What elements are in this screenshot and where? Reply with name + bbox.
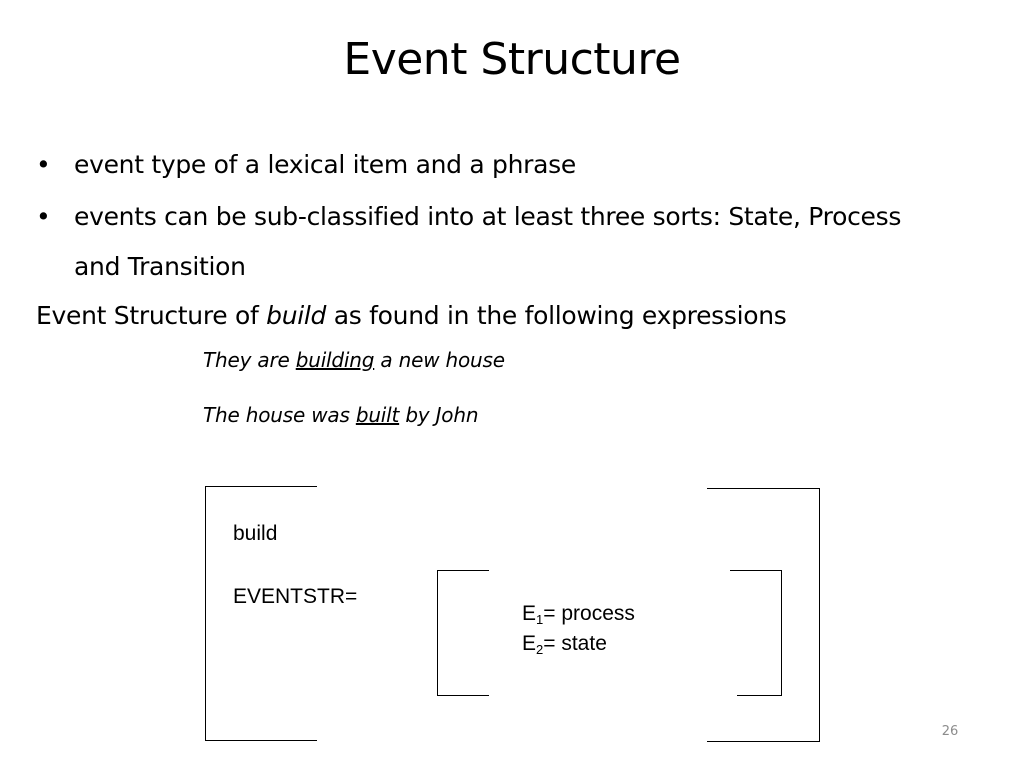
example-text-after: by John xyxy=(399,403,479,427)
bullet-text: events can be sub-classified into at lea… xyxy=(74,202,902,281)
intro-text-after: as found in the following expressions xyxy=(326,301,787,330)
event-symbol: E xyxy=(522,602,537,625)
intro-text-before: Event Structure of xyxy=(36,301,267,330)
avm-feature-label: EVENTSTR= xyxy=(233,585,358,608)
event-index: 1 xyxy=(536,612,544,627)
avm-event-entry: E1= process xyxy=(522,601,635,627)
event-index: 2 xyxy=(536,642,544,657)
avm-head-label: build xyxy=(233,522,278,545)
bullet-list: • event type of a lexical item and a phr… xyxy=(36,140,936,292)
bullet-symbol: • xyxy=(36,150,51,179)
bullet-item: • event type of a lexical item and a phr… xyxy=(36,140,936,190)
event-value: = state xyxy=(543,632,607,655)
intro-line: Event Structure of build as found in the… xyxy=(36,291,996,341)
example-text-before: They are xyxy=(203,348,296,372)
event-value: = process xyxy=(543,602,635,625)
intro-emphasis: build xyxy=(266,301,327,330)
example-sentence: They are building a new house xyxy=(203,345,505,375)
example-sentence: The house was built by John xyxy=(203,400,478,430)
bullet-item: • events can be sub-classified into at l… xyxy=(36,192,936,292)
example-text-after: a new house xyxy=(374,348,505,372)
example-text-before: The house was xyxy=(203,403,356,427)
bullet-text: event type of a lexical item and a phras… xyxy=(74,150,576,179)
page-number: 26 xyxy=(941,724,959,739)
event-symbol: E xyxy=(522,632,537,655)
bullet-symbol: • xyxy=(36,202,51,231)
slide-title: Event Structure xyxy=(343,34,681,85)
example-underlined-word: built xyxy=(355,403,400,427)
avm-event-entry: E2= state xyxy=(522,631,607,657)
example-underlined-word: building xyxy=(295,348,375,372)
